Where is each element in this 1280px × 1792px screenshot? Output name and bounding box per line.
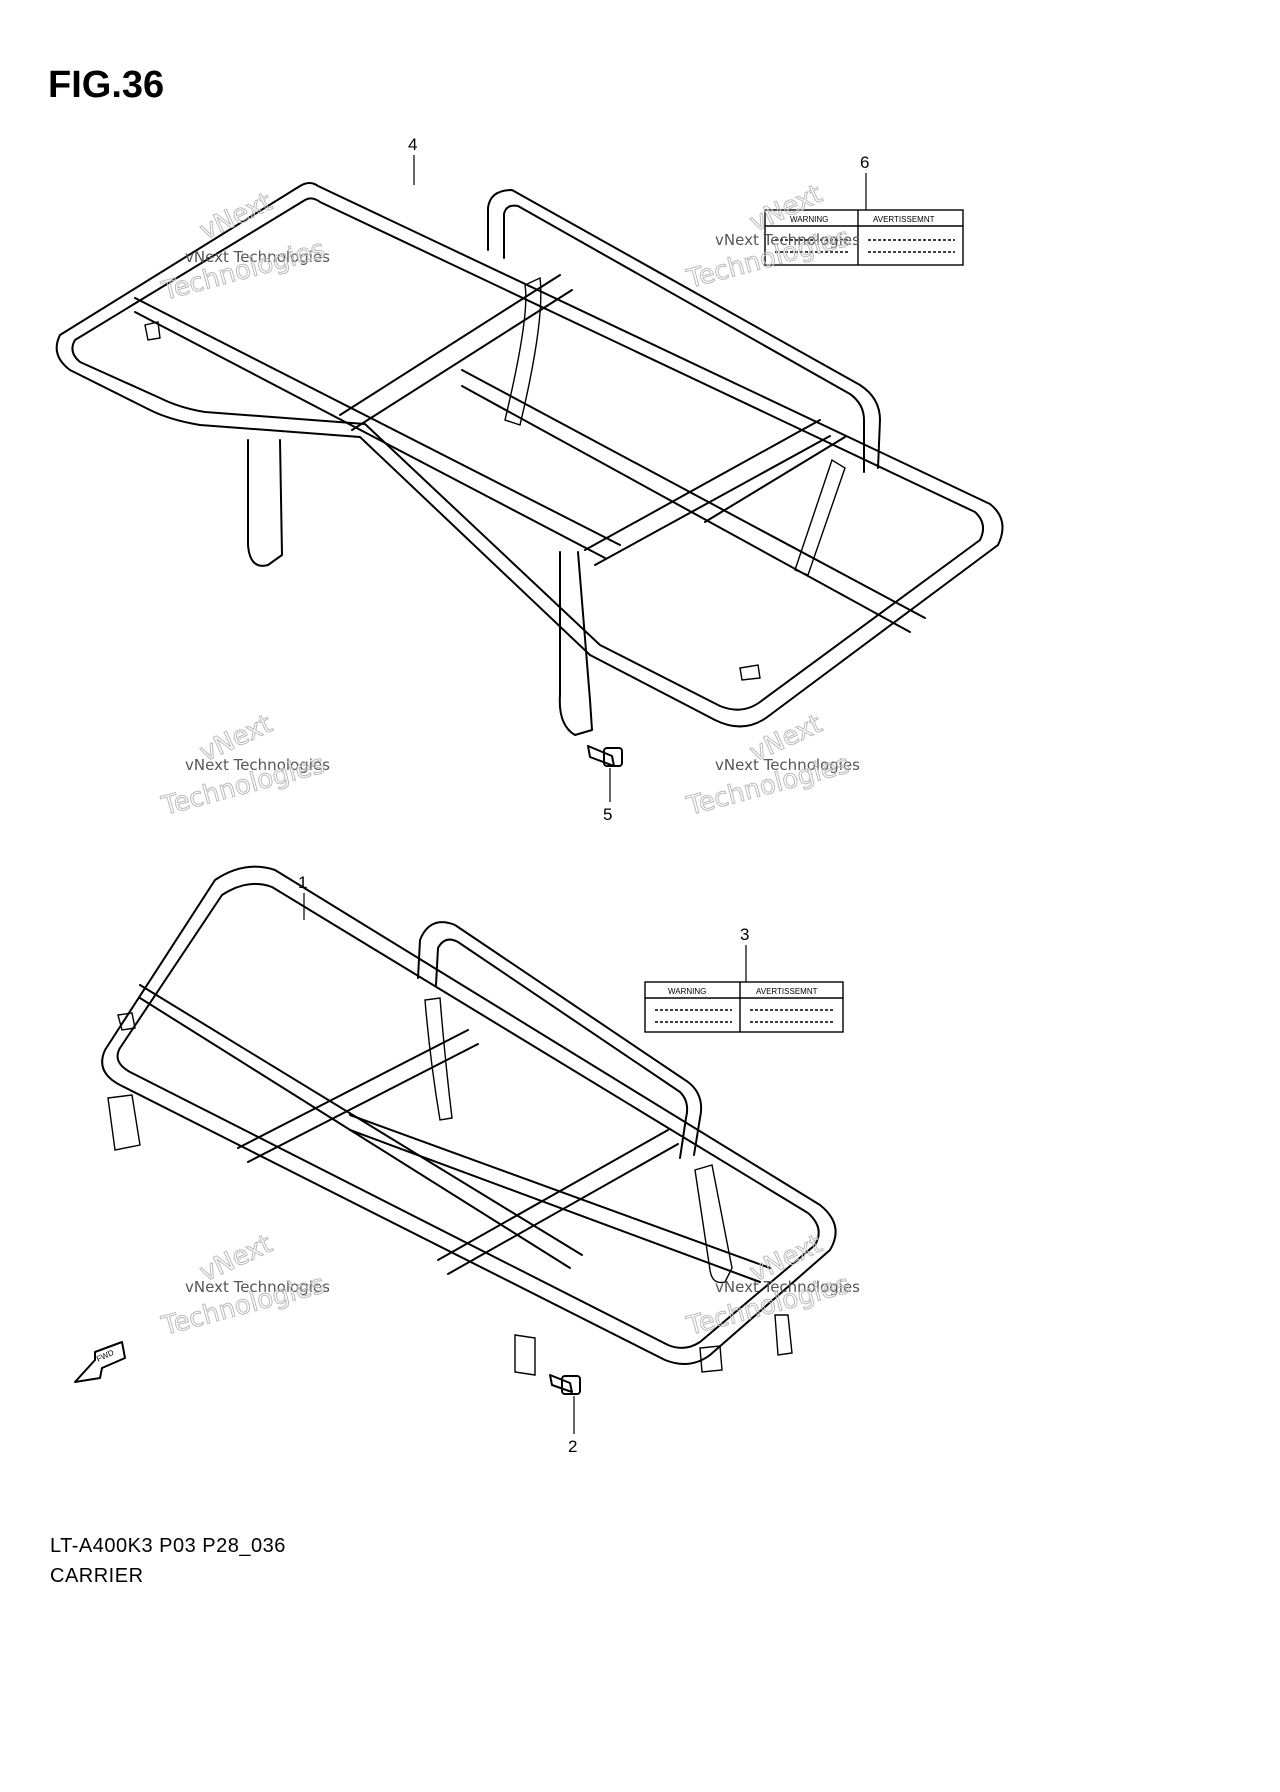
figure-title: FIG.36 xyxy=(48,64,165,106)
diagram-code: LT-A400K3 P03 P28_036 xyxy=(50,1535,286,1557)
watermark-top-left: vNext vNext Technologies Technologies xyxy=(158,187,331,308)
bolt-part-5[interactable] xyxy=(587,745,623,767)
diagram-name: CARRIER xyxy=(50,1565,144,1587)
callout-1[interactable]: 1 xyxy=(298,873,307,920)
label6-right-text: AVERTISSEMNT xyxy=(873,215,935,224)
watermark-mid-right: vNext vNext Technologies Technologies xyxy=(683,709,861,823)
callout-3[interactable]: 3 xyxy=(740,925,749,982)
watermark-tr-2: vNext Technologies xyxy=(715,231,860,249)
watermark-bottom-left: vNext vNext Technologies Technologies xyxy=(158,1229,331,1343)
watermark-tl-1: vNext xyxy=(195,187,277,246)
callout-1-number: 1 xyxy=(298,873,307,892)
fwd-arrow-icon: FWD xyxy=(74,1341,126,1383)
callout-4[interactable]: 4 xyxy=(408,135,417,185)
watermark-bl-2: vNext Technologies xyxy=(185,1278,330,1296)
warning-label-part-6[interactable]: WARNING AVERTISSEMNT xyxy=(764,209,964,266)
callout-5[interactable]: 5 xyxy=(603,768,612,824)
watermark-top-right: vNext vNext Technologies Technologies xyxy=(683,179,861,296)
watermark-tl-2: vNext Technologies xyxy=(185,248,330,266)
watermark-mid-left: vNext vNext Technologies Technologies xyxy=(158,709,331,823)
callout-4-number: 4 xyxy=(408,135,417,154)
watermark-mr-2: vNext Technologies xyxy=(715,756,860,774)
watermark-tr-1: vNext xyxy=(745,179,827,238)
callout-2-number: 2 xyxy=(568,1437,577,1456)
label3-left-text: WARNING xyxy=(668,987,706,996)
upper-carrier-rack[interactable] xyxy=(55,182,1004,736)
watermark-tl-3: Technologies xyxy=(158,235,328,307)
callout-6[interactable]: 6 xyxy=(860,153,869,210)
warning-label-part-3[interactable]: WARNING AVERTISSEMNT xyxy=(644,981,844,1033)
callout-2[interactable]: 2 xyxy=(568,1396,577,1456)
bolt-part-2[interactable] xyxy=(549,1374,581,1395)
lower-carrier-rack[interactable] xyxy=(101,865,837,1376)
label6-left-text: WARNING xyxy=(790,215,828,224)
callout-6-number: 6 xyxy=(860,153,869,172)
label3-right-text: AVERTISSEMNT xyxy=(756,987,818,996)
callout-3-number: 3 xyxy=(740,925,749,944)
watermark-br-2: vNext Technologies xyxy=(715,1278,860,1296)
watermark-ml-2: vNext Technologies xyxy=(185,756,330,774)
callout-5-number: 5 xyxy=(603,805,612,824)
